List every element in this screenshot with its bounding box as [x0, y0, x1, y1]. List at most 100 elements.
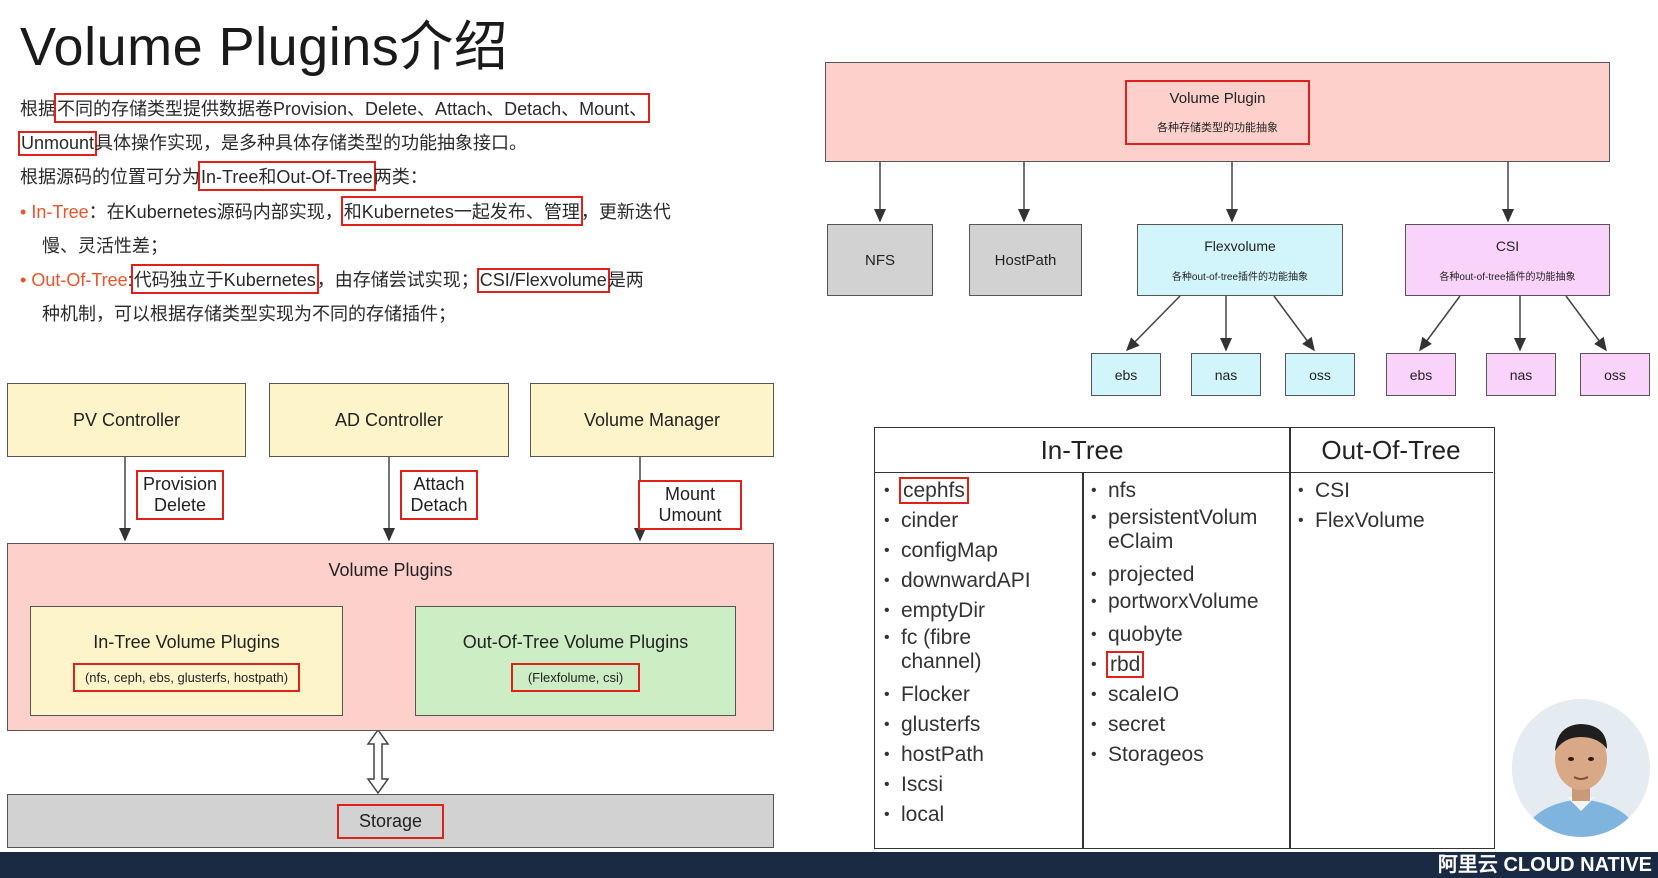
list-item: Iscsi	[881, 770, 1079, 800]
out-tree-plugins-list: (Flexfolume, csi)	[510, 663, 641, 692]
table-divider-1	[1082, 472, 1084, 848]
leaf-label: ebs	[1409, 366, 1433, 383]
attach-text: Attach	[413, 474, 465, 494]
list-item-text: cinder	[901, 509, 959, 532]
arrow-csi-oss	[1565, 295, 1607, 352]
out-tree-plugins-box: Out-Of-Tree Volume Plugins (Flexfolume, …	[415, 606, 736, 716]
list-item: portworxVolume	[1088, 590, 1268, 614]
list-item: emptyDir	[881, 596, 1079, 626]
csi-box: CSI 各种out-of-tree插件的功能抽象	[1405, 224, 1610, 296]
bullet-out-of-tree: • Out-Of-Tree:代码独立于Kubernetes，由存储尝试实现；CS…	[20, 264, 644, 294]
bullet-dot: •	[20, 270, 32, 290]
highlight-box: In-Tree和Out-Of-Tree	[198, 161, 376, 191]
list-item: cephfs	[881, 476, 1079, 506]
list-item: Flocker	[881, 680, 1079, 710]
detach-text: Detach	[410, 495, 468, 515]
highlight-box: 代码独立于Kubernetes	[130, 264, 319, 294]
highlight-box: Unmount	[17, 131, 98, 156]
in-tree-plugins-box: In-Tree Volume Plugins (nfs, ceph, ebs, …	[30, 606, 343, 716]
list-item-text: Storageos	[1108, 743, 1204, 766]
list-item-text: rbd	[1105, 651, 1145, 678]
list-item: quobyte	[1088, 620, 1278, 650]
text: ，更新迭代	[580, 202, 671, 222]
umount-text: Umount	[658, 505, 722, 525]
storage-box: Storage	[7, 794, 774, 848]
text: ：在Kubernetes源码内部实现，	[88, 202, 343, 222]
volume-types-table: In-Tree Out-Of-Tree cephfs cinder config…	[874, 427, 1495, 849]
arrow-csi-ebs	[1419, 295, 1461, 352]
nfs-box: NFS	[827, 224, 933, 296]
list-item-text: hostPath	[901, 743, 984, 766]
list-item: persistentVolumeClaim	[1088, 506, 1268, 554]
nfs-label: NFS	[865, 251, 895, 269]
paragraph-line-2: Unmount具体操作实现，是多种具体存储类型的功能抽象接口。	[17, 129, 528, 156]
bullet-out-of-tree-cont: 种机制，可以根据存储类型实现为不同的存储插件；	[42, 304, 456, 324]
flexvolume-label: Flexvolume	[1204, 237, 1276, 254]
list-item: scaleIO	[1088, 680, 1278, 710]
in-tree-list-col2: nfs persistentVolumeClaim projected port…	[1088, 476, 1278, 770]
label-attach-detach: Attach Detach	[400, 470, 478, 520]
text: 两类：	[373, 167, 428, 187]
presenter-avatar	[1512, 699, 1650, 837]
list-item-text: quobyte	[1108, 623, 1183, 646]
pv-controller-box: PV Controller	[7, 383, 246, 457]
arrow-flex-oss	[1273, 295, 1315, 352]
list-item: Storageos	[1088, 740, 1278, 770]
paragraph-line-1: 根据不同的存储类型提供数据卷Provision、Delete、Attach、De…	[20, 93, 651, 123]
paragraph-line-3: 根据源码的位置可分为In-Tree和Out-Of-Tree两类：	[20, 161, 428, 191]
volume-plugin-label: Volume Plugin	[1169, 89, 1266, 107]
text: 具体操作实现，是多种具体存储类型的功能抽象接口。	[95, 133, 528, 153]
list-item: projected	[1088, 560, 1278, 590]
storage-label: Storage	[336, 803, 445, 839]
list-item: secret	[1088, 710, 1278, 740]
list-item-text: fc (fibre channel)	[901, 626, 982, 673]
ad-controller-label: AD Controller	[334, 409, 444, 430]
volume-manager-box: Volume Manager	[530, 383, 774, 457]
list-item-text: Flocker	[901, 683, 970, 706]
presenter-avatar-image	[1512, 699, 1650, 837]
leaf-label: oss	[1309, 366, 1331, 383]
list-item-text: FlexVolume	[1315, 509, 1425, 532]
list-item-text: emptyDir	[901, 599, 986, 622]
out-tree-plugins-title: Out-Of-Tree Volume Plugins	[462, 632, 689, 652]
leaf-label: oss	[1604, 366, 1626, 383]
leaf-ebs-csi: ebs	[1386, 353, 1456, 396]
label-provision-delete: Provision Delete	[136, 470, 224, 520]
list-item-text: scaleIO	[1108, 683, 1180, 706]
pv-controller-label: PV Controller	[72, 409, 181, 430]
list-item-text: projected	[1108, 563, 1195, 586]
highlight-box: 不同的存储类型提供数据卷Provision、Delete、Attach、Deta…	[53, 93, 651, 123]
term-out-of-tree: Out-Of-Tree	[31, 270, 128, 290]
list-item-text: CSI	[1315, 479, 1351, 502]
leaf-oss-csi: oss	[1580, 353, 1650, 396]
text: 根据源码的位置可分为	[20, 167, 200, 187]
volume-plugins-label: Volume Plugins	[328, 560, 453, 580]
page-title: Volume Plugins介绍	[20, 17, 509, 77]
list-item: rbd	[1088, 650, 1278, 680]
hostpath-box: HostPath	[969, 224, 1082, 296]
arrow-flex-ebs	[1125, 295, 1181, 352]
list-item-text: nfs	[1108, 479, 1137, 502]
list-item-text: portworxVolume	[1108, 590, 1259, 613]
table-header-in-tree: In-Tree	[875, 428, 1289, 473]
csi-sub: 各种out-of-tree插件的功能抽象	[1439, 271, 1576, 283]
list-item: CSI	[1295, 476, 1485, 506]
list-item: configMap	[881, 536, 1079, 566]
in-tree-plugins-list: (nfs, ceph, ebs, glusterfs, hostpath)	[72, 663, 301, 692]
table-header-out-of-tree: Out-Of-Tree	[1289, 428, 1493, 473]
hostpath-label: HostPath	[994, 251, 1057, 269]
text: ，由存储尝试实现；	[316, 270, 479, 290]
volume-plugin-highlight: Volume Plugin 各种存储类型的功能抽象	[1125, 79, 1310, 145]
bullet-dot: •	[20, 202, 32, 222]
text: 根据	[20, 99, 56, 119]
provision-text: Provision	[142, 474, 218, 494]
double-arrow-storage	[366, 728, 390, 795]
leaf-label: nas	[1214, 366, 1238, 383]
flexvolume-box: Flexvolume 各种out-of-tree插件的功能抽象	[1137, 224, 1343, 296]
list-item-text: glusterfs	[901, 713, 981, 736]
list-item-text: secret	[1108, 713, 1166, 736]
delete-text: Delete	[153, 495, 207, 515]
label-mount-umount: Mount Umount	[638, 480, 742, 530]
list-item-text: Iscsi	[901, 773, 943, 796]
mount-text: Mount	[664, 484, 716, 504]
